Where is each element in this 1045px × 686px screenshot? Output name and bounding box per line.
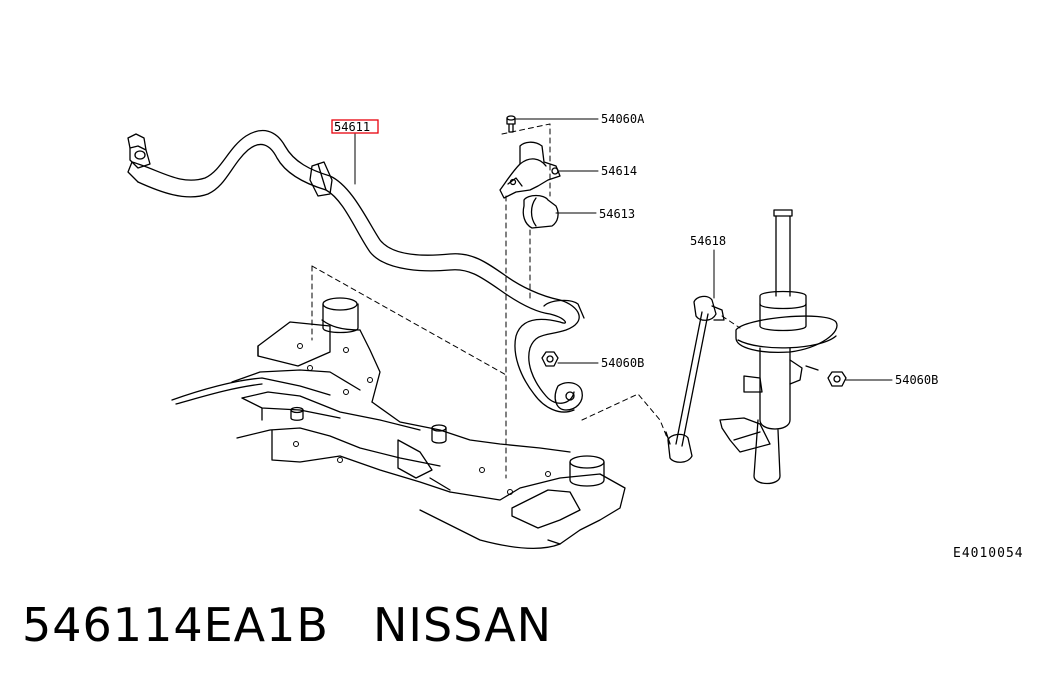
strut-nut [827,371,847,387]
part-caption: 546114EA1B NISSAN [22,598,552,652]
callout-strut-nut: 54060B [895,373,938,387]
stabilizer-bar [127,129,585,413]
front-subframe [171,297,626,550]
leader-lines [354,118,893,381]
bushing-bracket [499,141,561,199]
stabilizer-link [665,295,725,463]
stabilizer-bushing [522,194,559,229]
part-number: 546114EA1B [22,598,329,652]
callout-link: 54618 [690,234,726,248]
bar-nut [541,351,559,367]
figure-code: E4010054 [953,546,1024,561]
callout-bar-nut: 54060B [601,356,644,370]
callout-bolt: 54060A [601,112,645,126]
callout-stabilizer-bar: 54611 [334,120,370,134]
callout-bracket: 54614 [601,164,637,178]
front-strut [719,209,838,485]
brand-name: NISSAN [372,598,553,652]
reference-lines [311,123,741,479]
callout-bushing: 54613 [599,207,635,221]
bracket-bolt [506,115,516,133]
highlight-box [331,119,379,134]
